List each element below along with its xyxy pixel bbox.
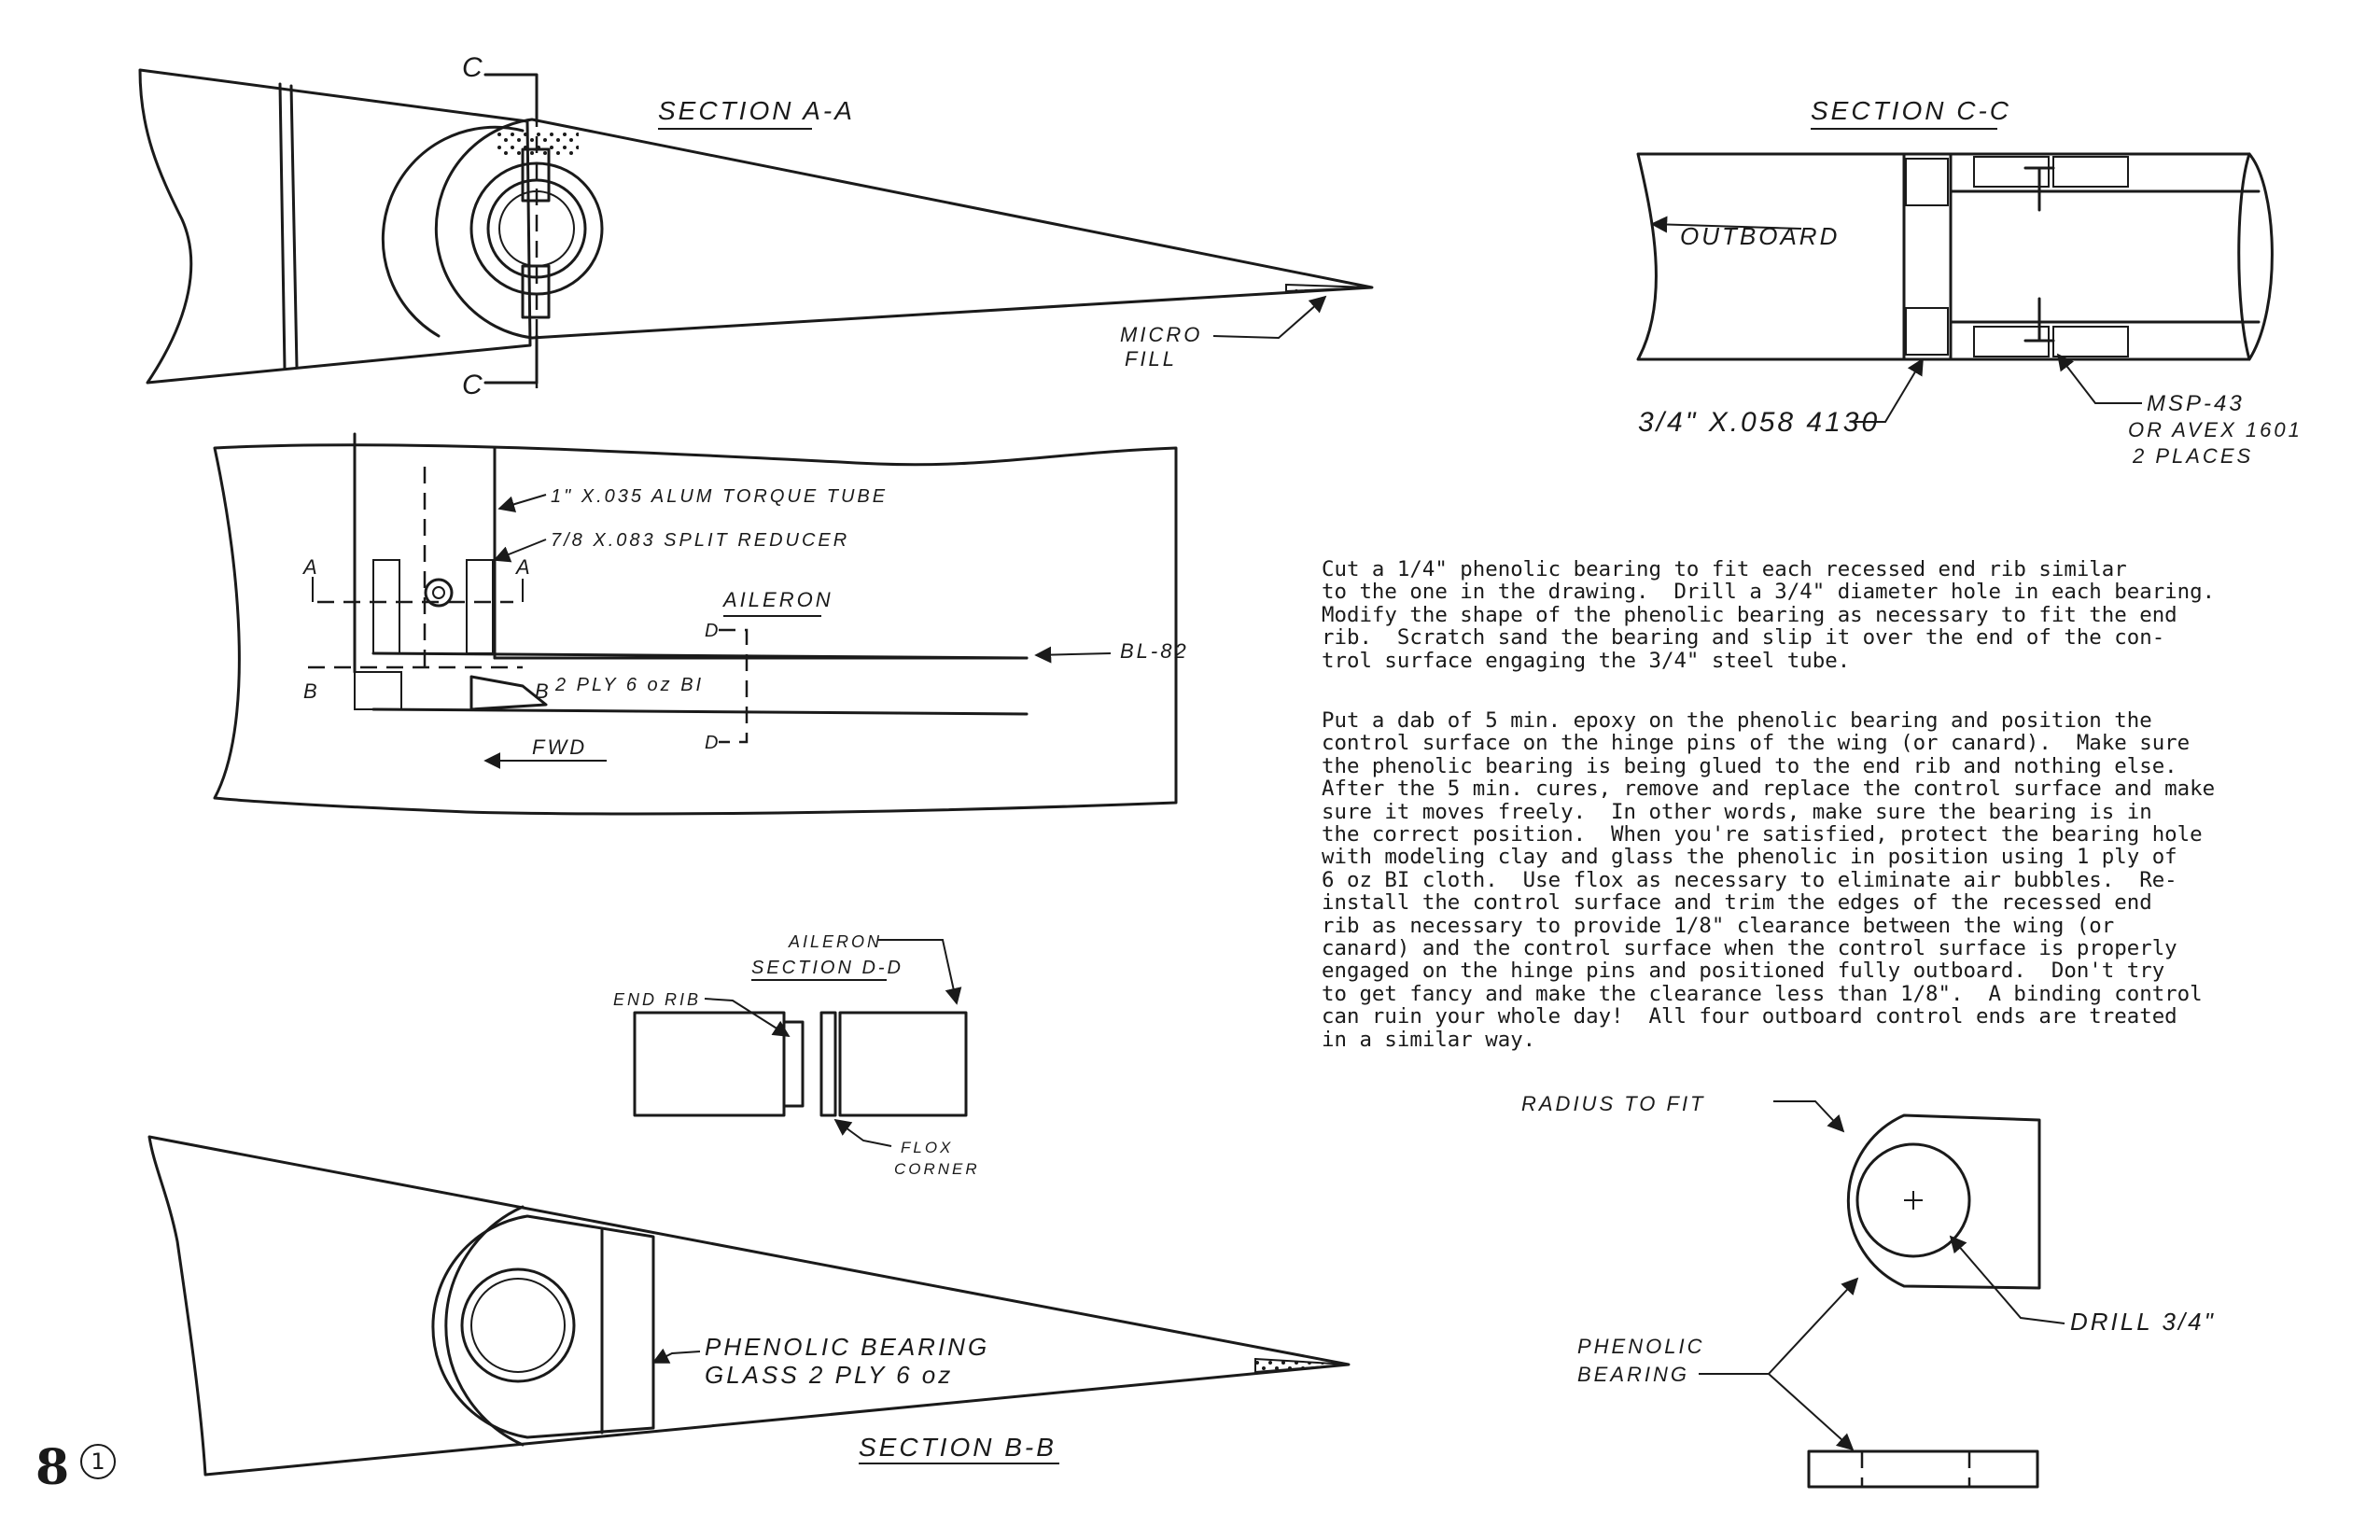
fwd-label: FWD	[532, 735, 587, 759]
cut-label-d-bottom: D	[705, 733, 721, 753]
section-aa-title: SECTION A-A	[658, 96, 855, 125]
instructions-paragraph-1: Cut a 1/4" phenolic bearing to fit each …	[1322, 557, 2216, 673]
plan-view-pivot	[424, 578, 454, 608]
bearing-detail-outline	[1846, 1113, 2041, 1290]
radius-to-fit-callout: RADIUS TO FIT	[1521, 1092, 1706, 1115]
instructions-paragraph-2: Put a dab of 5 min. epoxy on the phenoli…	[1322, 708, 2216, 1052]
section-dd-aileron-label: AILERON	[788, 932, 882, 951]
split-reducer-callout: 7/8 X.083 SPLIT REDUCER	[551, 530, 849, 551]
section-aa-aileron-profile	[434, 118, 1374, 340]
bearing-detail-hole	[1855, 1142, 1971, 1258]
bl-82-callout: BL-82	[1120, 639, 1189, 663]
bolt-callout-3: 2 PLACES	[2132, 444, 2253, 468]
aileron-label: AILERON	[721, 588, 833, 611]
torque-tube-callout: 1" X.035 ALUM TORQUE TUBE	[551, 486, 888, 507]
section-cc-view: SECTION C-C OUTBOARD 3/4" X.058 4130 MSP…	[1636, 96, 2303, 468]
section-cc-title: SECTION C-C	[1811, 96, 2011, 125]
bearing-detail-view: RADIUS TO FIT DRILL 3/4" PHENOLIC BEARIN…	[1521, 1092, 2216, 1489]
bearing-edge-view	[1807, 1449, 2039, 1489]
bolt-callout-2: OR AVEX 1601	[2128, 418, 2303, 441]
cut-label-b-left: B	[303, 679, 320, 703]
micro-fill-region	[1285, 283, 1373, 293]
section-dd-aileron-block	[838, 1011, 968, 1117]
two-ply-callout: 2 PLY 6 oz BI	[554, 675, 704, 695]
phenolic-detail-callout-2: BEARING	[1577, 1363, 1689, 1386]
micro-fill-callout-1: MICRO	[1120, 323, 1202, 346]
plan-view: A A B B D D 1" X.035 ALUM TORQUE TUBE 7/…	[213, 432, 1189, 816]
page-badge: 1	[80, 1444, 116, 1479]
micro-fill-callout-2: FILL	[1125, 347, 1177, 371]
page-number: 8	[35, 1439, 70, 1496]
section-bb-profile	[147, 1135, 1351, 1477]
bearing-bb-callout-2: GLASS 2 PLY 6 oz	[705, 1361, 953, 1389]
section-bb-view: PHENOLIC BEARING GLASS 2 PLY 6 oz SECTIO…	[147, 1135, 1351, 1477]
cut-label-c-bottom: C	[462, 370, 485, 400]
phenolic-bearing-hatched	[431, 1214, 655, 1439]
section-cc-wing	[1636, 152, 1906, 361]
cut-label-c-top: C	[462, 52, 485, 83]
bearing-hole	[460, 1267, 576, 1383]
bearing-bb-callout-1: PHENOLIC BEARING	[705, 1333, 989, 1361]
section-dd-title: SECTION D-D	[751, 958, 903, 978]
section-aa-wing-profile	[138, 68, 532, 385]
flox-callout-2: CORNER	[894, 1160, 980, 1178]
section-dd-wing-block	[633, 1011, 786, 1117]
outboard-arrow	[1650, 216, 1802, 233]
plan-view-outline	[213, 443, 1178, 816]
section-bb-title: SECTION B-B	[859, 1433, 1057, 1462]
section-aa-view: C C SECTION A-A MICRO FILL	[138, 52, 1374, 400]
flox-callout-1: FLOX	[901, 1139, 953, 1156]
cut-label-a-right: A	[514, 555, 533, 579]
tube-callout: 3/4" X.058 4130	[1638, 407, 1880, 438]
cut-label-d-top: D	[705, 621, 721, 641]
bolt-callout-1: MSP-43	[2147, 391, 2245, 416]
phenolic-detail-callout-1: PHENOLIC	[1577, 1335, 1704, 1358]
cut-label-a-left: A	[301, 555, 320, 579]
drill-callout: DRILL 3/4"	[2070, 1308, 2216, 1336]
cut-label-b-right: B	[535, 679, 552, 703]
section-dd-view: AILERON SECTION D-D END RIB FLOX CORNER	[613, 932, 980, 1178]
end-rib-label: END RIB	[613, 990, 701, 1009]
